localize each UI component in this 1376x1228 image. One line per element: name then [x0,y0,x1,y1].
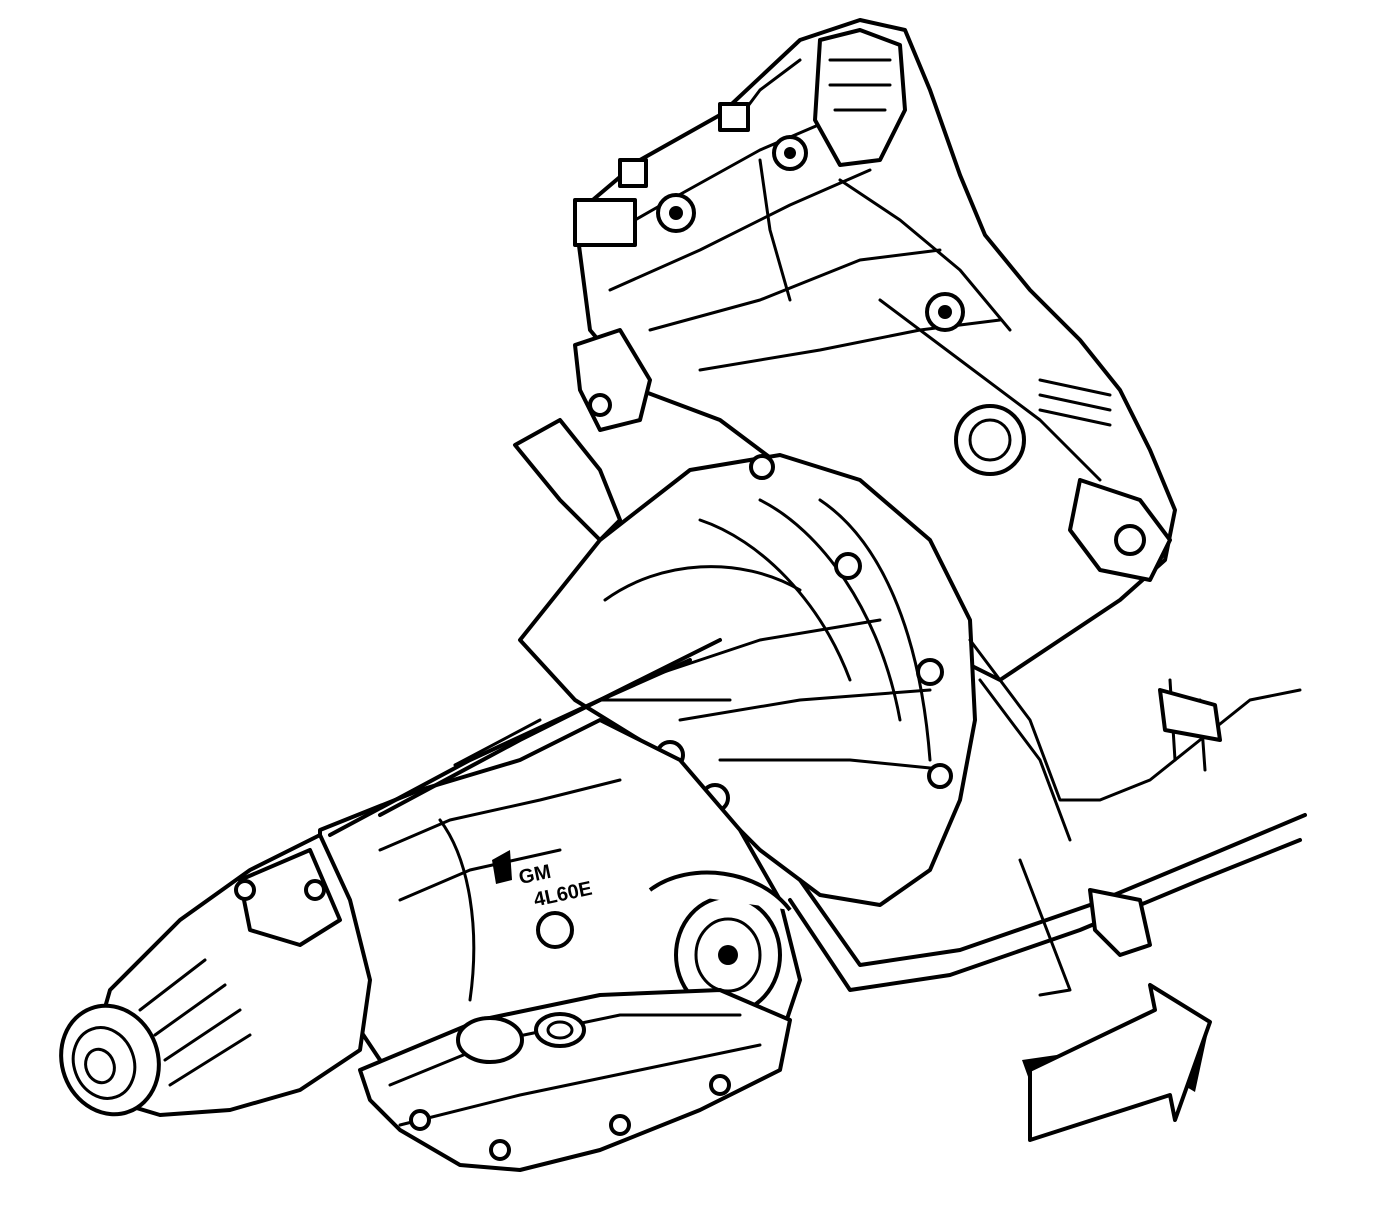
cooler-lines [788,638,1307,997]
engine-block [573,18,1177,682]
oil-pan [358,988,792,1172]
front-direction-arrow [1022,983,1212,1142]
mount-bracket [513,328,652,542]
